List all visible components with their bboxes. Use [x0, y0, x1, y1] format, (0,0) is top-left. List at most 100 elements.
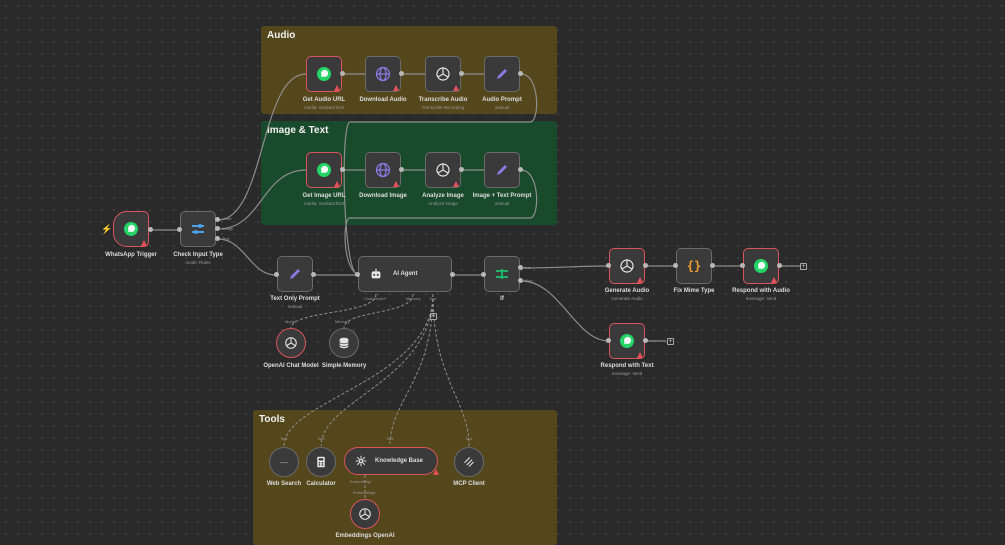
output-port-image[interactable]: [215, 226, 220, 231]
image-text-prompt-node[interactable]: [484, 152, 520, 188]
node-subtitle: media: mediaUrlGet: [303, 201, 344, 206]
output-port[interactable]: [311, 272, 316, 277]
input-port[interactable]: [274, 272, 279, 277]
output-label-false: false: [524, 278, 533, 283]
output-label-true: true: [524, 265, 531, 270]
if-icon: [496, 269, 508, 279]
node-subtitle: manual: [494, 201, 510, 206]
output-port-text[interactable]: [215, 236, 220, 241]
node-subtitle: manual: [287, 304, 303, 309]
code-braces-icon: {}: [686, 259, 702, 273]
node-label: OpenAI Chat Model: [263, 363, 319, 369]
node-label: Fix Mime Type: [673, 288, 715, 294]
input-port[interactable]: [177, 227, 182, 232]
warning-icon: [771, 277, 777, 283]
globe-icon: [375, 162, 391, 178]
input-port[interactable]: [740, 263, 745, 268]
input-port[interactable]: [673, 263, 678, 268]
node-label: MCP Client: [453, 481, 485, 487]
pencil-icon: [290, 269, 300, 279]
port-label-tool: Tool: [465, 436, 473, 441]
output-port[interactable]: [399, 71, 404, 76]
warning-icon: [393, 85, 399, 91]
sticky-image-text-title: Image & Text: [267, 125, 329, 136]
audio-prompt-node[interactable]: [484, 56, 520, 92]
node-subtitle: manual: [494, 105, 510, 110]
output-port[interactable]: [450, 272, 455, 277]
warning-icon: [393, 181, 399, 187]
add-node-button[interactable]: +: [667, 338, 674, 345]
output-port[interactable]: [518, 167, 523, 172]
add-tool-button[interactable]: +: [430, 313, 437, 320]
warning-icon: [637, 277, 643, 283]
input-port[interactable]: [481, 272, 486, 277]
switch-icon: [192, 224, 204, 234]
embeddings-openai-node[interactable]: [350, 499, 380, 529]
node-label: Get Audio URL: [302, 97, 346, 103]
node-label: Respond with Text: [600, 363, 654, 369]
node-label: Download Image: [359, 193, 407, 199]
output-port[interactable]: [643, 263, 648, 268]
output-port[interactable]: [710, 263, 715, 268]
openai-icon: [620, 259, 634, 273]
simple-memory-node[interactable]: [329, 328, 359, 358]
input-port[interactable]: [606, 338, 611, 343]
node-subtitle: media: mediaUrlGet: [303, 105, 344, 110]
port-label-embedding: Embedding*: [350, 479, 372, 484]
sticky-tools[interactable]: Tools: [253, 410, 557, 545]
output-port-false[interactable]: [518, 278, 523, 283]
knowledge-base-node[interactable]: Knowledge Base: [344, 447, 438, 475]
input-port[interactable]: [606, 263, 611, 268]
sticky-tools-title: Tools: [259, 414, 285, 425]
database-icon: [339, 337, 349, 349]
port-label-tool: Tool: [280, 436, 288, 441]
mcp-client-node[interactable]: [454, 447, 484, 477]
get-image-url-node[interactable]: [306, 152, 342, 188]
openai-icon: [285, 337, 297, 349]
output-label-voice: Voice: [222, 216, 232, 221]
port-label-tool: Tool: [429, 296, 437, 301]
port-label-chat-model: Chat Model*: [364, 296, 387, 301]
add-node-button[interactable]: +: [800, 263, 807, 270]
output-port[interactable]: [340, 71, 345, 76]
output-port[interactable]: [459, 167, 464, 172]
output-port-true[interactable]: [518, 265, 523, 270]
output-port[interactable]: [777, 263, 782, 268]
openai-icon: [436, 163, 450, 177]
node-label: Embeddings OpenAI: [335, 533, 395, 539]
web-search-node[interactable]: —: [269, 447, 299, 477]
text-only-prompt-node[interactable]: [277, 256, 313, 292]
output-port[interactable]: [399, 167, 404, 172]
output-port[interactable]: [643, 338, 648, 343]
calculator-node[interactable]: [306, 447, 336, 477]
node-label: Download Audio: [359, 97, 407, 103]
warning-icon: [334, 85, 340, 91]
ai-agent-node[interactable]: AI Agent: [358, 256, 452, 292]
node-label: If: [500, 296, 504, 302]
fix-mime-type-node[interactable]: {}: [676, 248, 712, 284]
output-label-text: Text: [222, 236, 230, 241]
whatsapp-icon: [317, 67, 331, 81]
output-port[interactable]: [518, 71, 523, 76]
openai-icon: [436, 67, 450, 81]
node-label: Simple Memory: [321, 363, 367, 369]
whatsapp-icon: [620, 334, 634, 348]
openai-icon: [359, 508, 371, 520]
openai-chat-model-node[interactable]: [276, 328, 306, 358]
node-label: Web Search: [266, 481, 302, 487]
mcp-icon: [464, 457, 474, 467]
whatsapp-icon: [317, 163, 331, 177]
check-input-type-node[interactable]: [180, 211, 216, 247]
output-port-voice[interactable]: [215, 217, 220, 222]
node-subtitle: Generate Audio: [611, 296, 643, 301]
output-port[interactable]: [459, 71, 464, 76]
warning-icon: [453, 85, 459, 91]
input-port[interactable]: [355, 272, 360, 277]
output-port[interactable]: [148, 227, 153, 232]
pencil-icon: [497, 165, 507, 175]
output-port[interactable]: [340, 167, 345, 172]
port-label-model: Model: [285, 319, 296, 324]
port-label-memory: Memory: [406, 296, 421, 301]
if-node[interactable]: [484, 256, 520, 292]
calculator-icon: [317, 456, 325, 468]
